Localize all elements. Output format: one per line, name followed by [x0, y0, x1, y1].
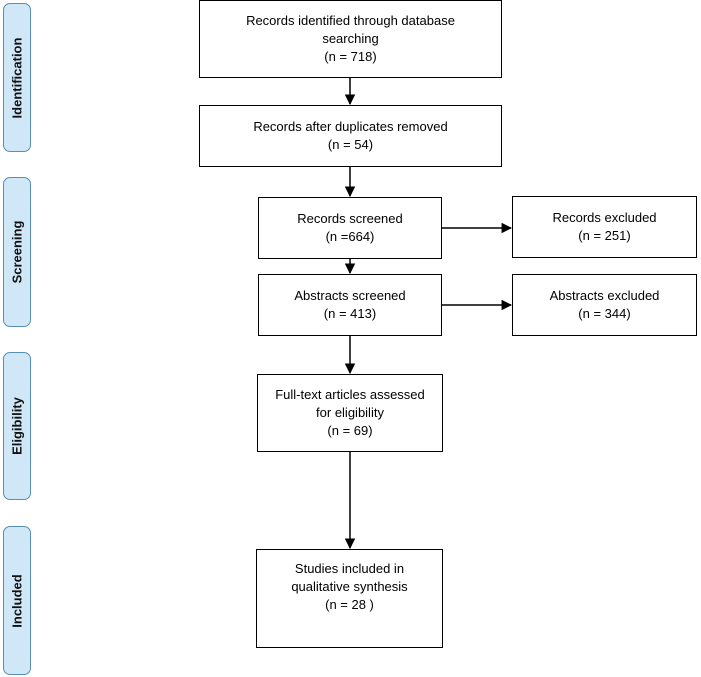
- phase-eligibility: Eligibility: [3, 352, 31, 500]
- box-line: Records after duplicates removed: [253, 119, 448, 134]
- box-line: (n = 413): [323, 306, 377, 321]
- box-line: Records excluded: [552, 210, 657, 225]
- phase-identification: Identification: [3, 3, 31, 152]
- box-line: (n =664): [325, 229, 375, 244]
- box-line: (n = 718): [324, 49, 377, 64]
- box-line: (n = 69): [327, 423, 373, 438]
- box-after-duplicates: Records after duplicates removed (n = 54…: [199, 105, 502, 167]
- box-line: Full-text articles assessed: [275, 387, 425, 402]
- box-line: Records screened: [297, 211, 403, 226]
- box-studies-included: Studies included in qualitative synthesi…: [256, 549, 443, 648]
- box-line: (n = 28 ): [325, 597, 374, 612]
- box-abstracts-excluded: Abstracts excluded (n = 344): [512, 274, 697, 336]
- box-line: (n = 344): [578, 306, 631, 321]
- box-line: Records identified through database: [246, 13, 455, 28]
- box-records-excluded: Records excluded (n = 251): [512, 196, 697, 258]
- box-abstracts-screened: Abstracts screened (n = 413): [258, 274, 442, 336]
- box-records-identified: Records identified through database sear…: [199, 0, 502, 78]
- phase-included: Included: [3, 526, 31, 675]
- box-line: Abstracts screened: [294, 288, 406, 303]
- phase-screening: Screening: [3, 177, 31, 327]
- box-line: searching: [322, 31, 379, 46]
- box-fulltext-assessed: Full-text articles assessed for eligibil…: [257, 374, 443, 452]
- box-line: qualitative synthesis: [291, 579, 408, 594]
- box-line: Abstracts excluded: [549, 288, 660, 303]
- box-line: for eligibility: [316, 405, 384, 420]
- box-line: (n = 251): [578, 228, 631, 243]
- box-line: Studies included in: [294, 561, 405, 576]
- box-records-screened: Records screened (n =664): [258, 197, 442, 259]
- box-line: (n = 54): [327, 137, 374, 152]
